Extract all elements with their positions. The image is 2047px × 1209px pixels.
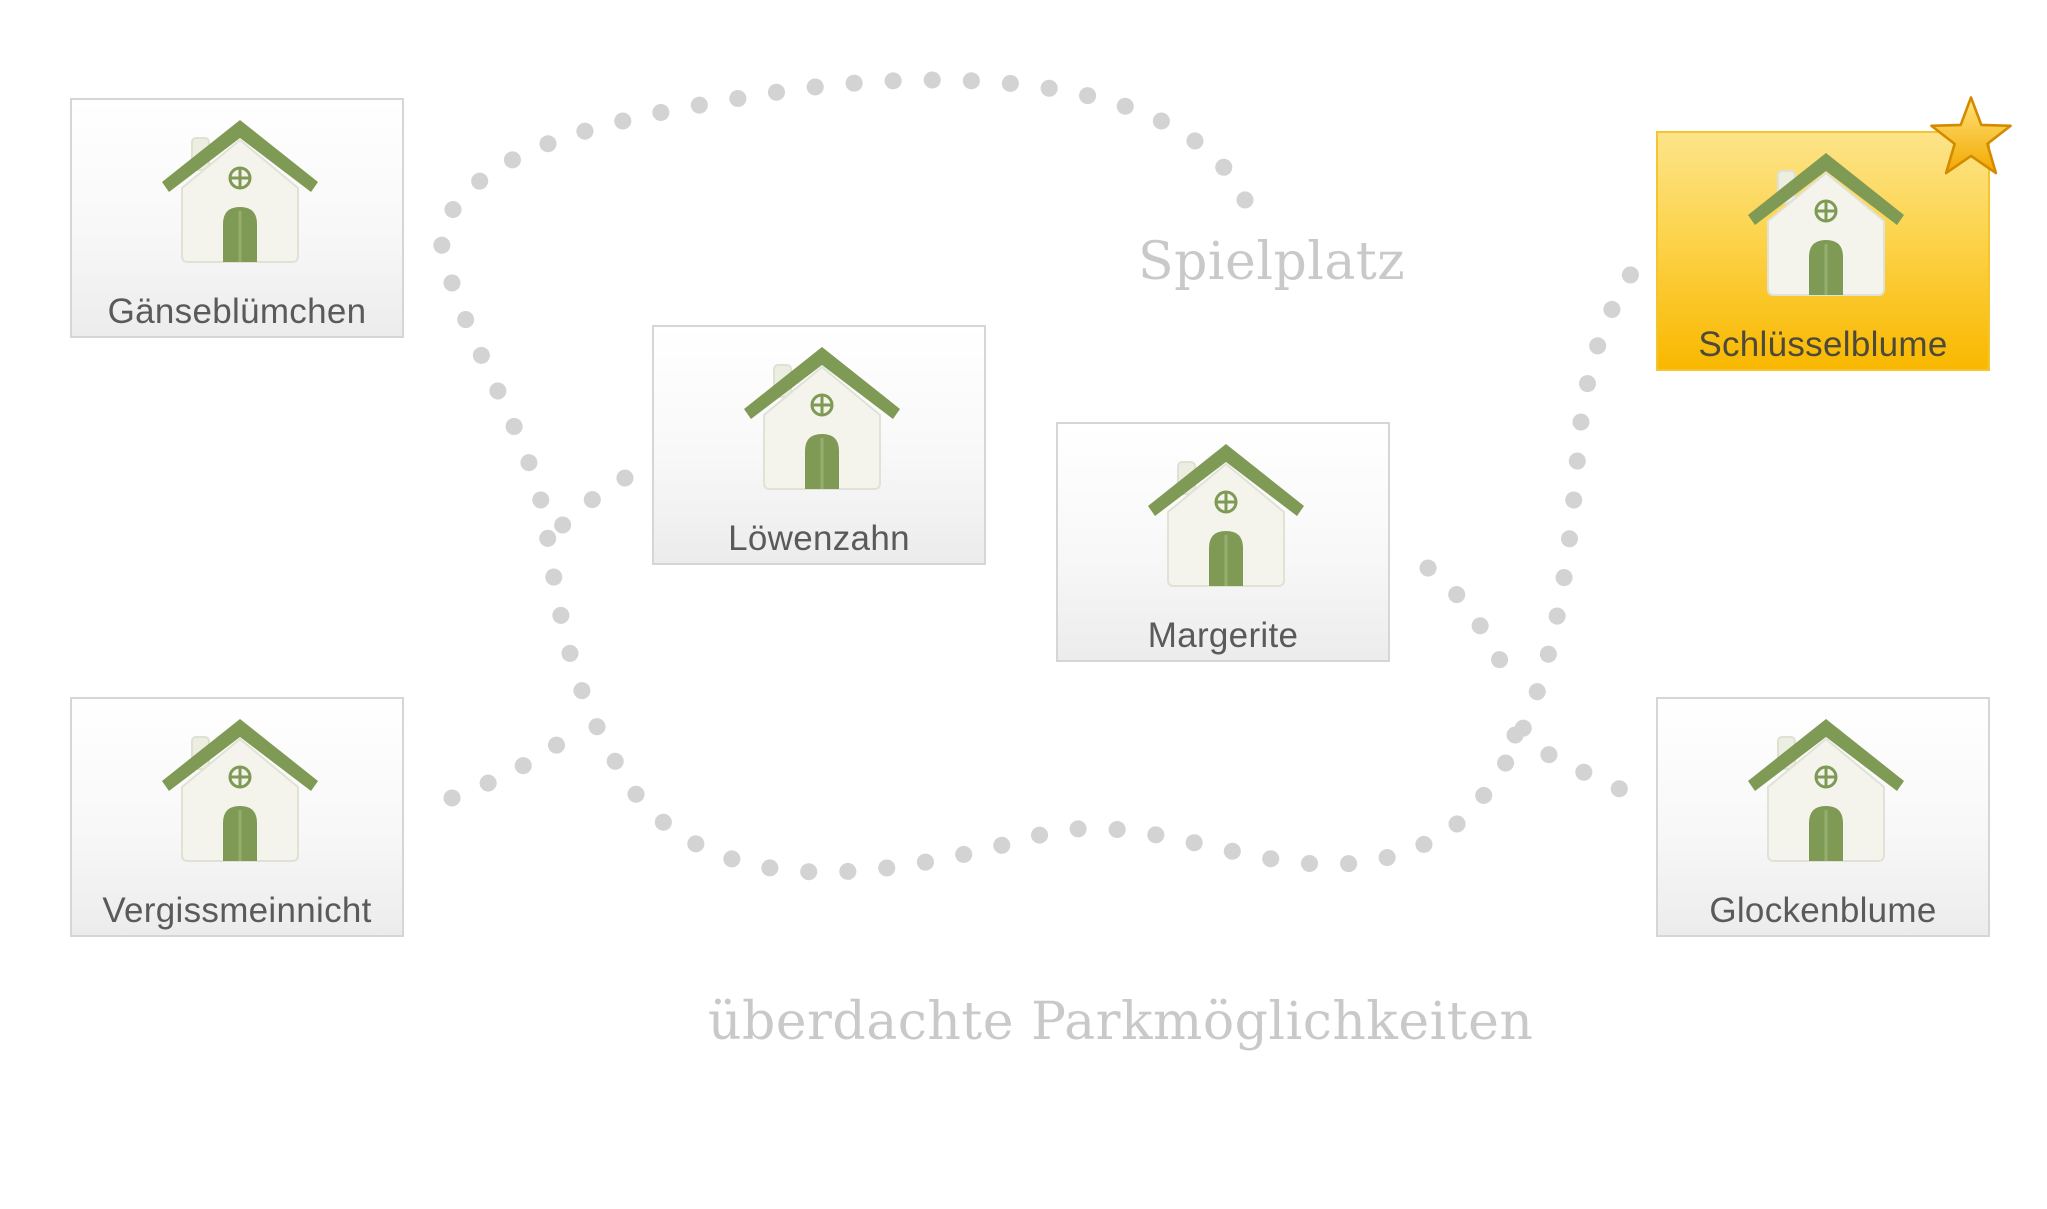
glockenblume-path xyxy=(1506,726,1631,799)
house-card-margerite[interactable]: Margerite xyxy=(1056,422,1390,662)
house-card-schluesselblume[interactable]: Schlüsselblume xyxy=(1656,131,1990,371)
area-label-parking: überdachte Parkmöglichkeiten xyxy=(708,992,1534,1052)
house-icon xyxy=(1748,153,1904,296)
playground-path xyxy=(431,71,1649,881)
area-label-playground: Spielplatz xyxy=(1138,232,1406,292)
house-card-gaenseblumchen[interactable]: Gänseblümchen xyxy=(70,98,404,338)
vergissmeinnicht-path xyxy=(443,711,594,807)
house-label: Vergissmeinnicht xyxy=(102,891,372,930)
house-card-vergissmeinnicht[interactable]: Vergissmeinnicht xyxy=(70,697,404,937)
house-label: Glockenblume xyxy=(1709,891,1937,930)
house-label: Gänseblümchen xyxy=(107,292,367,331)
house-icon xyxy=(162,120,318,263)
house-label: Margerite xyxy=(1147,616,1299,655)
house-icon xyxy=(162,719,318,862)
house-label: Schlüsselblume xyxy=(1698,325,1948,364)
margerite-path xyxy=(1419,559,1524,699)
lowenzahn-path xyxy=(536,469,634,559)
house-label: Löwenzahn xyxy=(728,519,910,558)
house-icon xyxy=(744,347,900,490)
house-icon xyxy=(1748,719,1904,862)
house-card-glockenblume[interactable]: Glockenblume xyxy=(1656,697,1990,937)
house-card-loewenzahn[interactable]: Löwenzahn xyxy=(652,325,986,565)
house-icon xyxy=(1148,444,1304,587)
star-icon xyxy=(1930,96,2012,175)
